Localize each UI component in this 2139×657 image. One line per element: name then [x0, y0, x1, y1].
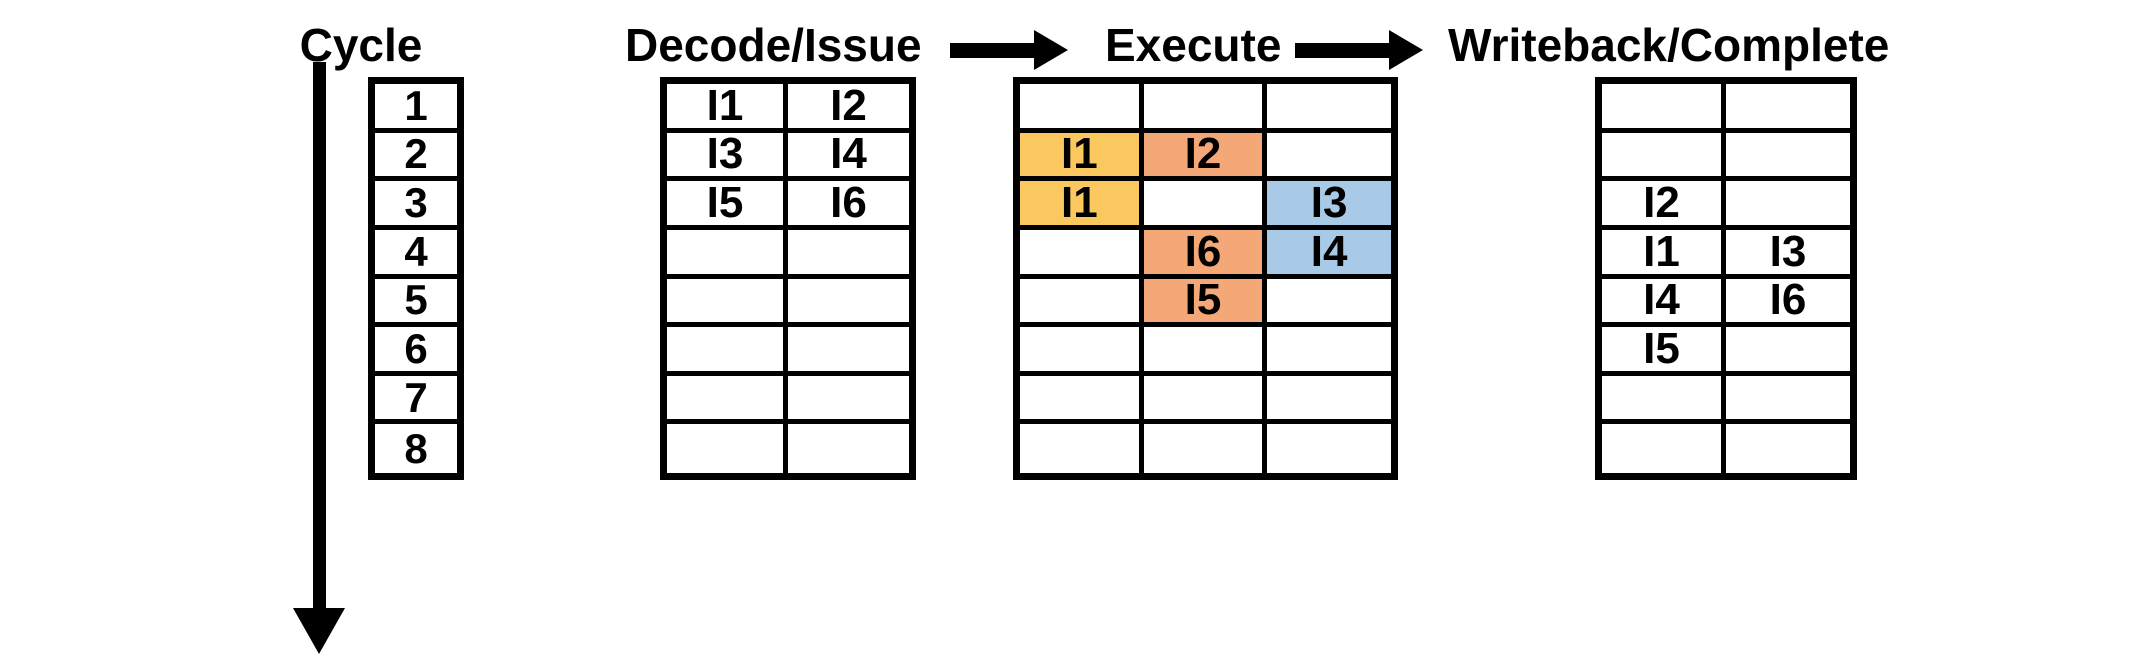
cell-decode-issue-r1-c1: I1 [667, 84, 788, 133]
cell-empty [1020, 327, 1144, 376]
cell-empty [1143, 181, 1268, 230]
cell-cycle-r6-c1: 6 [375, 327, 457, 376]
cell-writeback-complete-r3-c1: I2 [1602, 181, 1726, 230]
cell-empty [1726, 84, 1850, 133]
cell-empty [788, 375, 909, 425]
arrow-execute-to-writeback-icon [1295, 30, 1425, 70]
cell-empty [1020, 375, 1144, 425]
cell-empty [1726, 424, 1850, 473]
cell-execute-r3-c3: I3 [1267, 181, 1391, 230]
cell-empty [1143, 424, 1268, 473]
cell-empty [667, 327, 788, 376]
cell-execute-r4-c2: I6 [1143, 229, 1268, 279]
cell-writeback-complete-r5-c1: I4 [1602, 278, 1726, 328]
cell-decode-issue-r2-c1: I3 [667, 132, 788, 182]
arrow-decode-to-execute-icon [950, 30, 1068, 70]
cell-empty [788, 229, 909, 279]
cell-cycle-r7-c1: 7 [375, 375, 457, 425]
cell-empty [1267, 327, 1391, 376]
cell-execute-r3-c1: I1 [1020, 181, 1144, 230]
cell-execute-r2-c2: I2 [1143, 132, 1268, 182]
cell-decode-issue-r3-c1: I5 [667, 181, 788, 230]
cell-cycle-r1-c1: 1 [375, 84, 457, 133]
cell-empty [1602, 424, 1726, 473]
cell-empty [1267, 375, 1391, 425]
cell-writeback-complete-r5-c2: I6 [1726, 278, 1850, 328]
cell-cycle-r4-c1: 4 [375, 229, 457, 279]
cell-empty [1602, 132, 1726, 182]
stage-title-writeback-complete: Writeback/Complete [1448, 19, 1890, 71]
cell-empty [1020, 84, 1144, 133]
cycle-direction-down-arrow-icon [293, 62, 345, 657]
cell-empty [667, 278, 788, 328]
cell-empty [1726, 375, 1850, 425]
cell-empty [667, 375, 788, 425]
cell-empty [1267, 278, 1391, 328]
cell-empty [1726, 181, 1850, 230]
cell-cycle-r2-c1: 2 [375, 132, 457, 182]
cell-empty [1267, 132, 1391, 182]
cell-writeback-complete-r4-c1: I1 [1602, 229, 1726, 279]
cell-empty [1267, 424, 1391, 473]
cell-cycle-r3-c1: 3 [375, 181, 457, 230]
stage-title-cycle: Cycle [299, 19, 423, 71]
stage-title-execute: Execute [1105, 19, 1282, 71]
cell-empty [788, 327, 909, 376]
cell-execute-r2-c1: I1 [1020, 132, 1144, 182]
cell-empty [788, 424, 909, 473]
cell-empty [1602, 375, 1726, 425]
cell-cycle-r8-c1: 8 [375, 424, 457, 473]
cell-execute-r4-c3: I4 [1267, 229, 1391, 279]
cell-empty [1143, 327, 1268, 376]
cell-empty [1020, 229, 1144, 279]
cell-empty [1267, 84, 1391, 133]
cell-empty [1726, 327, 1850, 376]
cell-cycle-r5-c1: 5 [375, 278, 457, 328]
stage-title-decode-issue: Decode/Issue [625, 19, 922, 71]
cell-empty [1143, 84, 1268, 133]
cell-empty [667, 424, 788, 473]
cell-decode-issue-r2-c2: I4 [788, 132, 909, 182]
cell-writeback-complete-r4-c2: I3 [1726, 229, 1850, 279]
cell-decode-issue-r1-c2: I2 [788, 84, 909, 133]
cell-writeback-complete-r6-c1: I5 [1602, 327, 1726, 376]
cell-execute-r5-c2: I5 [1143, 278, 1268, 328]
cell-empty [1602, 84, 1726, 133]
cell-empty [788, 278, 909, 328]
cell-empty [1143, 375, 1268, 425]
cell-empty [1020, 278, 1144, 328]
cell-empty [667, 229, 788, 279]
cell-empty [1020, 424, 1144, 473]
cell-empty [1726, 132, 1850, 182]
cell-decode-issue-r3-c2: I6 [788, 181, 909, 230]
